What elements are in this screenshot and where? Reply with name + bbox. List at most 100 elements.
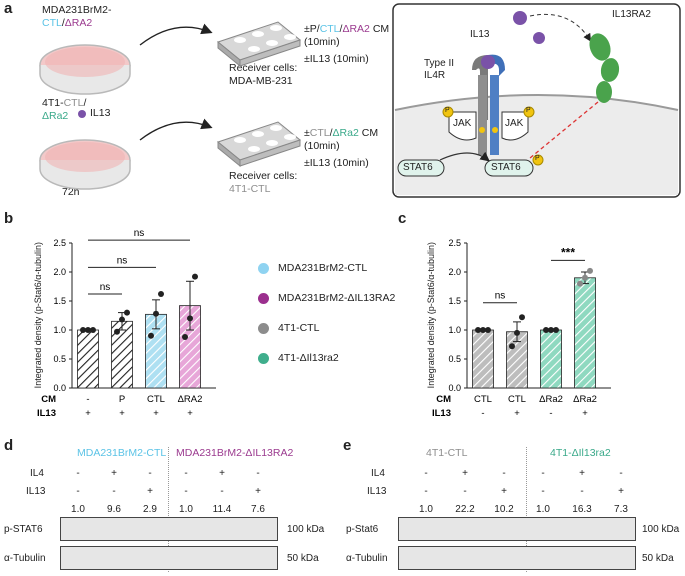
b-point-1-0: [114, 328, 120, 335]
c-cm-value-1: CTL: [508, 394, 526, 405]
top-cm-time: (10min): [304, 36, 340, 48]
b-ytick-label-4: 2.0: [53, 267, 66, 277]
bottom-cm-time: (10min): [304, 140, 340, 152]
schematic-jak-right: JAK: [505, 118, 524, 129]
b-il13-value-0: +: [85, 408, 91, 419]
legend-dot-1: [258, 293, 269, 304]
d-il4-0: -: [76, 468, 80, 479]
e-il13-5: +: [618, 486, 624, 497]
bottom-cm-label: ±CTL/ΔRa2 CM: [304, 127, 378, 139]
b-il13-row-label: IL13: [37, 408, 56, 419]
e-il13-0: -: [424, 486, 428, 497]
c-point-1-2: [519, 314, 525, 321]
bottom-arrow: [139, 118, 213, 141]
b-point-0-1: [85, 327, 91, 333]
b-point-0-0: [80, 327, 86, 333]
legend-label-0: MDA231BrM2-CTL: [278, 262, 368, 274]
e-il4-4: +: [579, 468, 585, 479]
top-cm-pm: ±P/: [304, 23, 320, 35]
c-sig-label-1: ***: [561, 245, 575, 259]
b-ytick-label-3: 1.5: [53, 296, 66, 306]
b-sig-label-1: ns: [117, 255, 128, 266]
top-cm-suffix: CM: [369, 23, 390, 35]
top-arrow: [139, 23, 213, 46]
d-il4-2: -: [148, 468, 152, 479]
panel-d-il4-label: IL4: [30, 468, 44, 479]
bottom-well-plate: [216, 121, 302, 168]
top-source-line2: CTL/ΔRA2: [42, 17, 92, 29]
bottom-source-line1: 4T1-CTL/: [42, 97, 86, 109]
c-point-0-2: [485, 327, 491, 333]
top-source-slash: /: [61, 17, 65, 29]
legend-dot-0: [258, 263, 269, 274]
schematic-p-stat: P: [535, 155, 540, 162]
signaling-schematic: [392, 3, 681, 198]
b-point-3-1: [187, 315, 193, 322]
b-point-1-1: [119, 316, 125, 323]
panel-e-blot-tubulin: [398, 546, 636, 570]
top-petri-dish: [39, 44, 131, 95]
c-ytick-label-0: 0.0: [448, 383, 461, 393]
c-point-3-0: [577, 280, 583, 287]
b-ytick-label-5: 2.5: [53, 238, 66, 248]
c-cm-value-2: ΔRa2: [539, 394, 563, 405]
c-ytick-label-5: 2.5: [448, 238, 461, 248]
d-quant-4: 11.4: [212, 504, 232, 515]
chart-c-ylabel: Integrated density (p-Stat6/α-tubulin): [425, 242, 436, 389]
bottom-receiver-line1: Receiver cells:: [229, 170, 298, 182]
c-ytick-label-2: 1.0: [448, 325, 461, 335]
bottom-il13-label: IL13: [90, 107, 111, 119]
d-il4-4: +: [219, 468, 225, 479]
c-cm-value-0: CTL: [474, 394, 492, 405]
schematic-receptor-line2: IL4R: [424, 70, 446, 81]
d-il13-0: -: [76, 486, 80, 497]
e-quant-1: 22.2: [455, 504, 475, 515]
c-point-3-1: [582, 274, 588, 281]
c-point-2-1: [548, 327, 554, 333]
panel-d-row1-label: p-STAT6: [4, 524, 43, 535]
top-receiver-line2: MDA-MB-231: [229, 75, 293, 87]
c-point-1-1: [514, 329, 520, 336]
panel-d-row1-kda: 100 kDa: [287, 524, 325, 535]
c-il13-row-label: IL13: [432, 408, 451, 419]
schematic-jak-left: JAK: [453, 118, 472, 129]
b-cm-row-label: CM: [41, 394, 56, 405]
c-bar-3: [574, 277, 596, 389]
c-ytick-label-1: 0.5: [448, 354, 461, 364]
panel-d-label: d: [4, 437, 14, 454]
schematic-il13ra2-label: IL13RA2: [612, 9, 651, 20]
panel-e-row2-kda: 50 kDa: [642, 553, 674, 564]
panel-d-blot-tubulin: [60, 546, 278, 570]
c-ytick-label-3: 1.5: [448, 296, 461, 306]
panel-a-drawing: [39, 3, 681, 198]
c-il13-value-1: +: [514, 408, 520, 419]
e-quant-0: 1.0: [419, 504, 433, 515]
bottom-source-ctl: CTL: [63, 97, 84, 109]
panel-e-group1: 4T1-CTL: [426, 447, 468, 459]
bottom-receiver-line2: 4T1-CTL: [229, 183, 271, 195]
b-point-3-0: [182, 333, 188, 340]
panel-e-row1-kda: 100 kDa: [642, 524, 680, 535]
schematic-receptor-line1: Type II: [424, 58, 455, 69]
b-point-2-0: [148, 332, 154, 339]
schematic-stat6-right: STAT6: [491, 162, 521, 173]
b-ytick-label-2: 1.0: [53, 325, 66, 335]
d-il4-5: -: [256, 468, 260, 479]
c-point-0-1: [480, 327, 486, 333]
top-source-ctl: CTL: [42, 17, 62, 29]
b-il13-value-2: +: [153, 408, 159, 419]
b-cm-value-0: -: [86, 394, 89, 405]
b-point-0-2: [90, 327, 96, 333]
c-sig-label-0: ns: [495, 291, 506, 302]
bottom-cm-pm: ±: [304, 127, 310, 139]
panel-d-il13-label: IL13: [26, 486, 46, 497]
bottom-cm-ra2: ΔRa2: [332, 127, 359, 139]
panel-e-label: e: [343, 437, 352, 454]
top-receiver-line1: Receiver cells:: [229, 62, 298, 74]
d-quant-2: 2.9: [143, 504, 157, 515]
panel-e-row1-label: p-Stat6: [346, 524, 379, 535]
b-il13-value-1: +: [119, 408, 125, 419]
c-cm-row-label: CM: [436, 394, 451, 405]
d-quant-0: 1.0: [71, 504, 85, 515]
top-source-line1: MDA231BrM2-: [42, 4, 112, 16]
